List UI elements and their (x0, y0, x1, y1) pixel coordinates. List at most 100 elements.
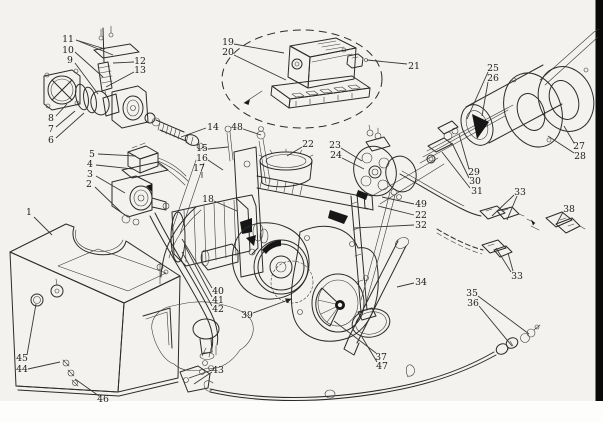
callout-label: 19 (222, 37, 234, 48)
callout-label: 24 (330, 150, 342, 161)
callout-label: 49 (415, 199, 427, 210)
callout-label: 29 (468, 167, 480, 178)
combustion-head-ring-rear (503, 72, 563, 148)
callout-label: 22 (302, 139, 314, 150)
leader-line (184, 245, 213, 298)
leader-line (491, 194, 515, 217)
callout-label: 46 (97, 394, 109, 405)
leader-line (451, 142, 470, 179)
hose-end-fittings (495, 324, 541, 355)
dashed-circle (221, 29, 383, 129)
leader-line (441, 151, 471, 189)
callout-label: 33 (511, 271, 523, 282)
callout-label: 43 (212, 365, 224, 376)
callout-label: 30 (469, 176, 481, 187)
leader-line (340, 147, 363, 162)
leader-line (377, 205, 415, 216)
leader-line (97, 153, 137, 157)
callout-label: 18 (202, 194, 214, 205)
callout-label: 21 (408, 61, 420, 72)
callout-label: 4 (87, 159, 93, 170)
leader-line (213, 200, 238, 212)
leader-line (242, 128, 262, 136)
callout-label: 17 (193, 163, 205, 174)
terminal-base (270, 75, 371, 109)
callout-label: 28 (574, 151, 586, 162)
leader-line (95, 175, 126, 194)
fan-sector-detail (315, 287, 345, 327)
callout-label: 20 (222, 47, 234, 58)
leader-line (507, 252, 514, 272)
callout-label: 34 (415, 277, 427, 288)
callout-label: 14 (207, 122, 219, 133)
callout-label: 45 (16, 353, 28, 364)
callout-label: 16 (196, 153, 208, 164)
plug-connector (545, 211, 586, 234)
leader-line (74, 378, 100, 397)
control-box-group (221, 29, 383, 129)
leader-line (555, 211, 564, 226)
leader-line (396, 282, 415, 288)
callout-label: 48 (231, 122, 243, 133)
leader-line (74, 62, 99, 95)
leader-line (477, 295, 530, 335)
callout-label: 47 (376, 361, 388, 372)
callout-label: 11 (62, 34, 74, 45)
callout-label: 1 (26, 207, 32, 218)
leader-line (55, 103, 68, 117)
leader-line (105, 71, 135, 88)
leader-line (466, 71, 489, 120)
callout-label: 37 (375, 352, 387, 363)
callout-label: 23 (329, 140, 341, 151)
leader-line (112, 61, 135, 64)
leader-line (181, 238, 213, 289)
leader-line (481, 81, 489, 117)
support-tube (343, 191, 409, 356)
callout-label: 12 (134, 56, 146, 67)
callout-label: 8 (48, 113, 54, 124)
callout-label: 36 (467, 298, 479, 309)
pump-filter-assembly (43, 25, 207, 150)
leader-line (478, 305, 513, 347)
leader-line (180, 127, 207, 138)
callout-label: 44 (16, 364, 28, 375)
callout-label: 31 (471, 186, 483, 197)
callout-label: 39 (241, 310, 253, 321)
callout-label: 22 (415, 210, 427, 221)
callout-label: 33 (514, 187, 526, 198)
callout-label: 26 (487, 73, 499, 84)
cable-connectors (399, 170, 586, 258)
leader-line (181, 251, 213, 307)
leader-line (188, 369, 213, 379)
leader-line (286, 146, 303, 157)
leader-line (95, 164, 134, 170)
solenoid-pump (111, 142, 189, 226)
air-intake-ring (258, 148, 314, 188)
leader-line (233, 54, 287, 81)
callout-label: 38 (563, 204, 575, 215)
pressure-regulator-stem (93, 25, 140, 97)
bottom-margin (0, 401, 603, 422)
callout-label: 32 (415, 220, 427, 231)
blower-housing (231, 210, 391, 342)
leader-line (74, 51, 104, 78)
leader-line (366, 59, 408, 65)
leader-line (27, 361, 61, 370)
spring-coupling (155, 119, 207, 150)
leader-line (381, 196, 415, 205)
fuel-hose (203, 324, 541, 401)
callout-label: 15 (196, 143, 208, 154)
pump-hoses (149, 206, 219, 358)
leader-line (207, 146, 229, 150)
callout-label: 3 (87, 169, 93, 180)
leader-line (233, 43, 285, 54)
pointer-arrow (243, 90, 263, 104)
leader-line (547, 135, 575, 154)
leader-line (26, 303, 37, 356)
callout-label: 25 (487, 63, 499, 74)
callout-label: 5 (89, 149, 95, 160)
callout-label: 42 (212, 304, 224, 315)
leader-line (495, 247, 512, 273)
